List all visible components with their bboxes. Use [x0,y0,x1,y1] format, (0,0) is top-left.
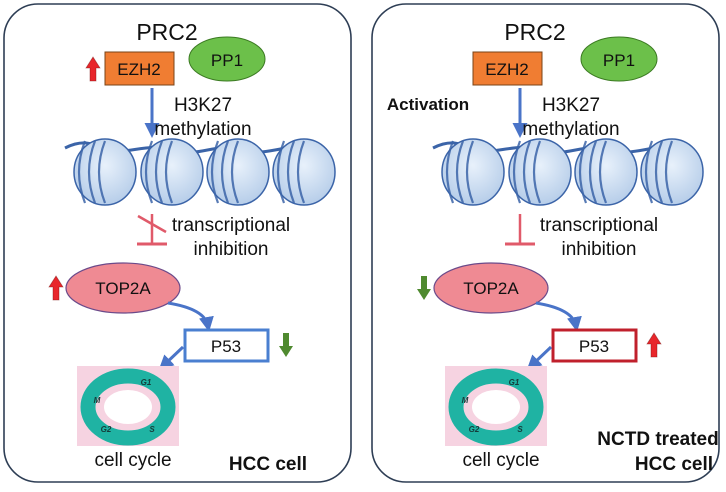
dna-wrap [220,140,230,204]
dna-wrap [144,140,154,204]
dna-wrap [522,140,532,204]
dna-wrap [87,140,97,204]
inhibition-label-line1: transcriptional [172,215,290,236]
ezh2-box [472,51,543,86]
nucleosome-body [73,138,137,206]
cell-cycle-phase-m: M [94,396,101,405]
p53-up-arrow-icon [646,332,662,358]
top2a-ellipse [433,262,549,314]
prc2-label: PRC2 [504,19,565,45]
top2a-label: TOP2A [463,279,519,298]
p53-to-cycle-arrow [526,345,553,371]
nucleosome-body [508,138,572,206]
nucleosome-3 [206,138,270,206]
inhibition-label-line1: transcriptional [540,215,658,236]
dna-wrap [154,140,164,204]
inhibition-cross [137,214,167,234]
dna-wrap [578,140,588,204]
cell-cycle-phase-m: M [462,396,469,405]
cell-cycle-label: cell cycle [462,450,539,471]
nucleosome-2 [140,138,204,206]
cell-cycle-phase-s: S [149,425,155,434]
dna-wrap [654,140,664,204]
dna-wrap [97,140,107,204]
nucleosome-body [574,138,638,206]
activation-label: Activation [387,95,469,114]
top2a-to-p53-arrow [535,301,582,332]
ezh2-box [104,51,175,86]
nucleosome-4 [272,138,336,206]
inhibition-label-line2: inhibition [562,239,637,260]
dna-wrap [230,140,240,204]
cell-label-line1: NCTD treated [597,429,718,450]
cell-cycle-center [472,390,520,424]
prc2-label: PRC2 [136,19,197,45]
dna-wrap [512,140,522,204]
nucleosome-1 [73,138,137,206]
top2a-label: TOP2A [95,279,151,298]
cell-cycle-phase-s: S [517,425,523,434]
mark-label-line2: methylation [154,119,251,140]
dna-wrap [455,140,465,204]
cell-cycle-ring [448,368,544,446]
dna-wrap [588,140,598,204]
dna-wrap [276,140,286,204]
mark-label-line1: H3K27 [542,95,600,116]
pp1-ellipse [188,36,266,82]
dna-wrap [465,140,475,204]
ezh2-label: EZH2 [485,60,528,79]
top2a-ellipse [65,262,181,314]
dna-wrap [77,140,87,204]
nucleosome-4 [640,138,704,206]
p53-down-arrow-icon [279,333,293,357]
nucleosome-1 [441,138,505,206]
nucleosome-2 [508,138,572,206]
p53-label: P53 [211,337,241,356]
nucleosome-body [272,138,336,206]
nucleosome-body [140,138,204,206]
dna-wrap [664,140,674,204]
cell-cycle-phase-g2: G2 [469,425,480,434]
cell-label-line1: HCC cell [229,454,307,475]
top2a-to-p53-arrow [167,301,214,332]
dna-wrap [286,140,296,204]
dna-wrap [532,140,542,204]
p53-label: P53 [579,337,609,356]
dna-wrap [296,140,306,204]
cell-cycle-label: cell cycle [94,450,171,471]
ezh2-label: EZH2 [117,60,160,79]
cell-cycle-phase-g2: G2 [101,425,112,434]
nucleosome-body [640,138,704,206]
top2a-down-arrow-icon [417,276,431,300]
dna-wrap [598,140,608,204]
mark-label-line2: methylation [522,119,619,140]
cell-cycle-phase-g1: G1 [141,378,152,387]
cell-cycle-phase-g1: G1 [509,378,520,387]
pp1-ellipse [580,36,658,82]
dna-wrap [445,140,455,204]
cell-cycle-center [104,390,152,424]
cell-cycle-ring [80,368,176,446]
p53-box [183,328,270,363]
cell-label-line2: HCC cell [635,454,713,475]
dna-wrap [164,140,174,204]
nucleosome-body [441,138,505,206]
dna-wrap [644,140,654,204]
ezh2-up-arrow-icon [85,56,101,82]
pp1-label: PP1 [603,51,635,70]
inhibition-label-line2: inhibition [194,239,269,260]
p53-box [551,328,638,363]
p53-to-cycle-arrow [158,345,185,371]
nucleosome-body [206,138,270,206]
nucleosome-3 [574,138,638,206]
mark-label-line1: H3K27 [174,95,232,116]
pp1-label: PP1 [211,51,243,70]
top2a-up-arrow-icon [48,275,64,301]
dna-wrap [210,140,220,204]
